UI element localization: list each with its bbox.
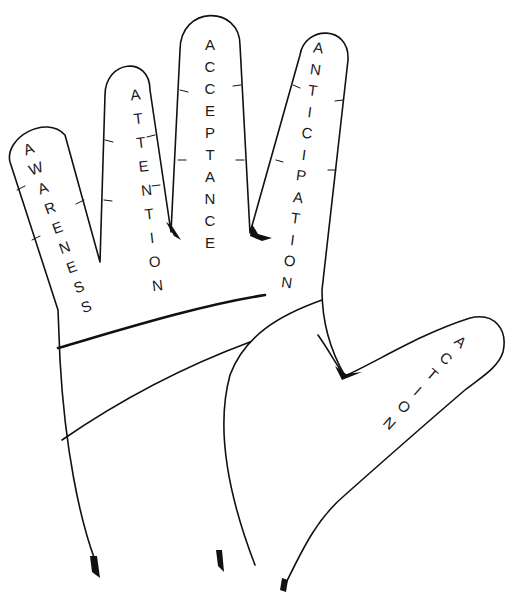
finger-word: ANTICIPATION bbox=[277, 36, 334, 295]
wrist-mark bbox=[90, 556, 100, 578]
finger-word: ACCEPTANCE bbox=[203, 34, 226, 254]
hand-outline bbox=[9, 16, 504, 585]
palm-line bbox=[224, 300, 322, 565]
thumb-word: ACTION bbox=[377, 329, 479, 441]
finger-word: AWARENESS bbox=[17, 133, 103, 318]
wrist-mark bbox=[216, 550, 224, 572]
web-shadow bbox=[166, 222, 181, 240]
palm-line bbox=[318, 335, 345, 376]
web-shadow bbox=[335, 366, 362, 380]
palm-line bbox=[62, 342, 250, 440]
wrist-mark bbox=[280, 578, 288, 592]
finger-word: ATTENTION bbox=[126, 81, 173, 298]
web-shadow bbox=[250, 224, 272, 241]
